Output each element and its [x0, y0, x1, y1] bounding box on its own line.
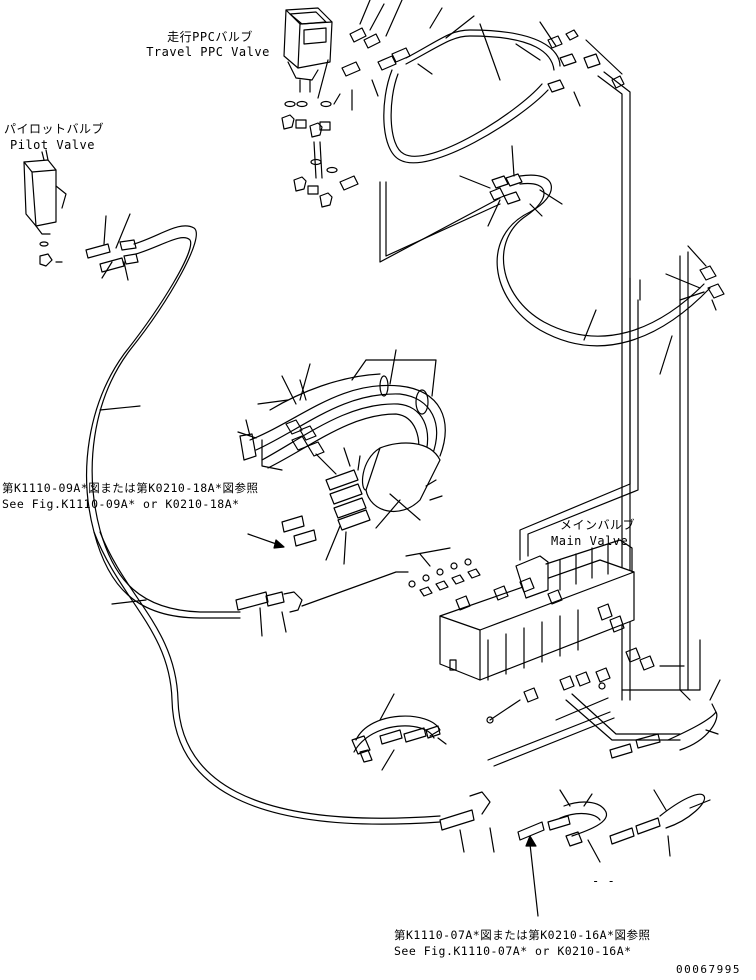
- travel-ppc-valve-label-jp: 走行PPCバルブ: [167, 30, 253, 44]
- main-valve-label-en: Main Valve: [551, 534, 629, 548]
- ref2-arrow: [525, 835, 539, 917]
- travel-ppc-valve-assembly: [281, 0, 475, 208]
- pilot-hose-loop: [86, 225, 441, 825]
- reference-note-2-en: See Fig.K1110-07A* or K0210-16A*: [394, 944, 632, 958]
- travel-ppc-valve-label-en: Travel PPC Valve: [146, 45, 270, 59]
- pilot-valve-label-en: Pilot Valve: [10, 138, 95, 152]
- upper-hoses: [351, 21, 631, 701]
- pilot-valve-label-jp: パイロットバルブ: [4, 122, 105, 136]
- reference-note-1-en: See Fig.K1110-09A* or K0210-18A*: [2, 497, 240, 511]
- lower-hoses: [351, 679, 721, 863]
- drawing-number: 00067995: [676, 963, 741, 976]
- dash-mark: - -: [592, 874, 616, 888]
- reference-note-2-jp: 第K1110-07A*図または第K0210-16A*図参照: [394, 928, 651, 942]
- main-valve-label-jp: メインバルブ: [560, 518, 636, 532]
- mid-fittings: [235, 379, 409, 637]
- main-valve-pipes: [487, 299, 681, 767]
- pilot-valve-assembly: [23, 149, 139, 281]
- reference-note-1-jp: 第K1110-09A*図または第K0210-18A*図参照: [2, 481, 259, 495]
- main-valve-assembly: [405, 539, 701, 724]
- ref1-arrow: [247, 515, 317, 549]
- central-hose-bundle: [237, 349, 446, 565]
